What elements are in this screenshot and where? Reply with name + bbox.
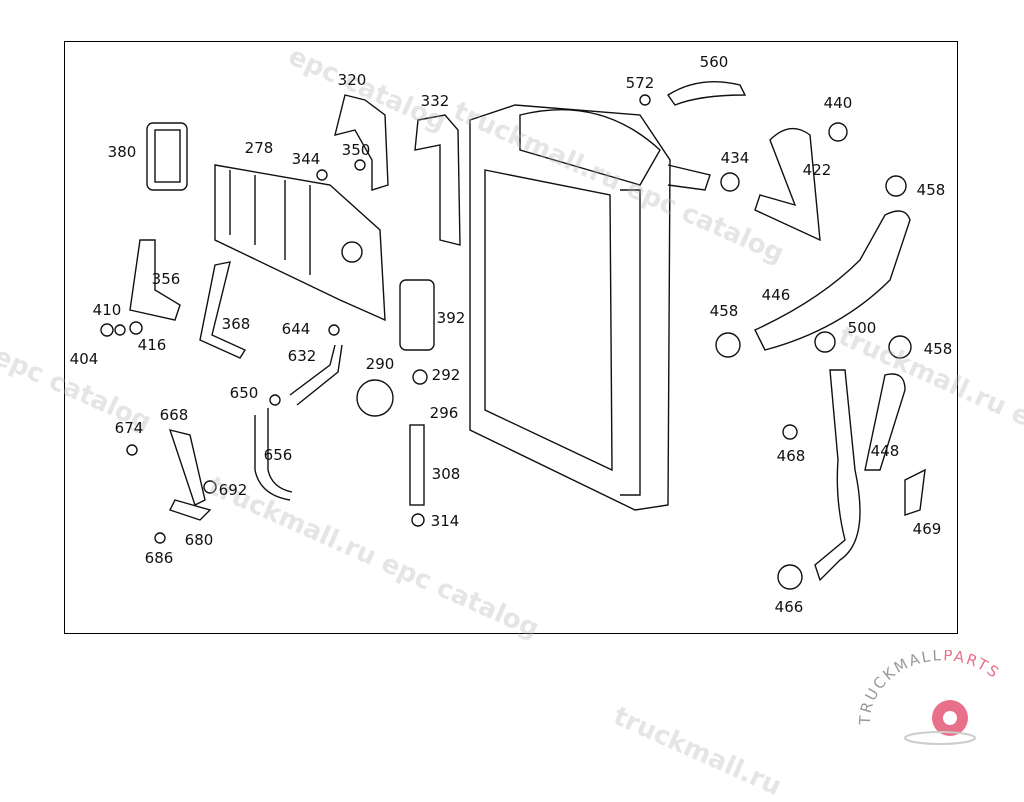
part-label[interactable]: 458 — [923, 340, 953, 358]
part-392 — [399, 279, 435, 351]
part-label[interactable]: 380 — [107, 143, 137, 161]
hose-560 — [667, 80, 747, 106]
part-label[interactable]: 560 — [699, 53, 729, 71]
part-label[interactable]: 404 — [69, 350, 99, 368]
bracket-356 — [129, 239, 181, 321]
part-label[interactable]: 434 — [720, 149, 750, 167]
part-label[interactable]: 458 — [709, 302, 739, 320]
part-label[interactable]: 416 — [137, 336, 167, 354]
part-label[interactable]: 446 — [761, 286, 791, 304]
part-label[interactable]: 674 — [114, 419, 144, 437]
bracket-368 — [199, 261, 247, 359]
hose-308 — [409, 424, 425, 506]
part-label[interactable]: 644 — [281, 320, 311, 338]
part-label[interactable]: 448 — [870, 442, 900, 460]
bracket-320 — [334, 94, 389, 191]
part-label[interactable]: 314 — [430, 512, 460, 530]
part-label[interactable]: 680 — [184, 531, 214, 549]
logo-text-left: TRUCKMALL — [856, 650, 944, 726]
cap-290 — [356, 379, 394, 417]
bracket-332 — [414, 114, 461, 246]
pipe-656 — [254, 408, 293, 501]
part-label[interactable]: 368 — [221, 315, 251, 333]
part-label[interactable]: 320 — [337, 71, 367, 89]
part-label[interactable]: 686 — [144, 549, 174, 567]
part-label[interactable]: 668 — [159, 406, 189, 424]
part-label[interactable]: 422 — [802, 161, 832, 179]
hose-422 — [754, 127, 821, 242]
part-label[interactable]: 656 — [263, 446, 293, 464]
part-label[interactable]: 278 — [244, 139, 274, 157]
part-label[interactable]: 469 — [912, 520, 942, 538]
part-label[interactable]: 344 — [291, 150, 321, 168]
hose-446 — [754, 210, 911, 351]
svg-text:TRUCKMALLPARTS: TRUCKMALLPARTS — [856, 650, 1004, 726]
part-label[interactable]: 458 — [916, 181, 946, 199]
part-label[interactable]: 296 — [429, 404, 459, 422]
part-label[interactable]: 332 — [420, 92, 450, 110]
part-label[interactable]: 500 — [847, 319, 877, 337]
part-label[interactable]: 572 — [625, 74, 655, 92]
part-label[interactable]: 650 — [229, 384, 259, 402]
seal-292 — [412, 369, 428, 385]
part-label[interactable]: 692 — [218, 481, 248, 499]
hose-clamps — [100, 94, 912, 590]
part-label[interactable]: 468 — [776, 447, 806, 465]
bracket-668-680 — [168, 429, 212, 521]
part-label[interactable]: 292 — [431, 366, 461, 384]
truckmallparts-logo: TRUCKMALLPARTS — [856, 650, 1004, 745]
part-label[interactable]: 632 — [287, 347, 317, 365]
part-label[interactable]: 392 — [436, 309, 466, 327]
bracket-469 — [904, 468, 926, 516]
part-label[interactable]: 290 — [365, 355, 395, 373]
part-380 — [146, 122, 188, 191]
part-label[interactable]: 410 — [92, 301, 122, 319]
part-label[interactable]: 350 — [341, 141, 371, 159]
part-label[interactable]: 308 — [431, 465, 461, 483]
part-label[interactable]: 356 — [151, 270, 181, 288]
diagram-frame — [64, 41, 958, 634]
part-label[interactable]: 440 — [823, 94, 853, 112]
hose-448 — [814, 369, 906, 582]
hose-632 — [289, 344, 343, 406]
radiator — [469, 104, 711, 511]
expansion-tank — [214, 164, 386, 322]
part-label[interactable]: 466 — [774, 598, 804, 616]
parts-drawing — [100, 80, 926, 590]
logo-text-right: PARTS — [943, 650, 1004, 683]
